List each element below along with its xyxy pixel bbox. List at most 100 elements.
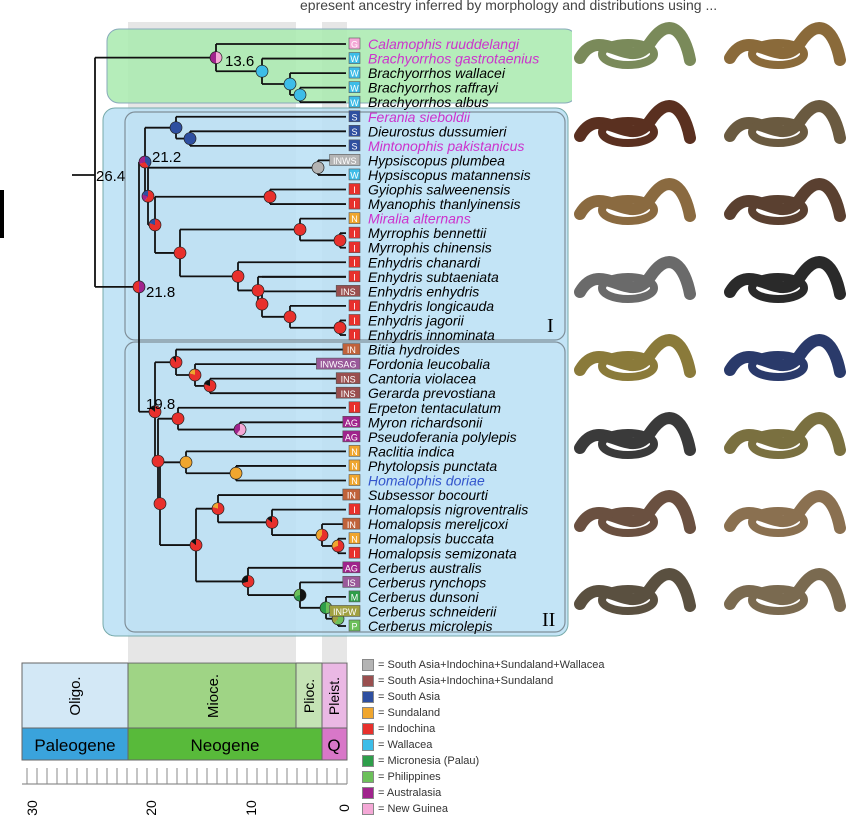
area-code-text: M [351,593,359,603]
legend-label: = Australasia [378,787,441,799]
area-code-text: S [351,141,357,151]
area-code-text: W [350,171,359,181]
area-code-text: P [351,622,357,632]
node-age-21-8: 21.8 [146,284,175,301]
node-pie [294,589,306,601]
legend-label: = Wallacea [378,739,432,751]
node-pie [210,52,222,64]
tick-label-20: 20 [143,800,159,816]
legend-item: = Australasia [362,785,662,801]
node-pie [212,503,224,515]
area-code-text: I [353,549,356,559]
node-pie [152,455,164,467]
node-pie [184,133,196,145]
header-text: epresent ancestry inferred by morphology… [300,0,717,13]
area-code-text: AG [345,563,358,573]
area-code-text: IS [347,578,356,588]
legend-label: = New Guinea [378,803,448,815]
node-pie [170,122,182,134]
area-code-text: I [353,272,356,282]
node-pie [189,369,201,381]
node-pie [230,467,242,479]
area-code-text: IN [347,491,356,501]
epoch-label-miocene: Mioce. [205,674,222,718]
timescale: Oligo. Mioce. Plioc. Pleist. Paleogene N… [22,663,352,816]
epoch-label-pleistocene: Pleist. [326,677,342,715]
tick-label-30: 30 [24,800,40,816]
time-axis-ticks [27,768,347,784]
node-age-19-8: 19.8 [146,396,175,413]
legend-swatch [362,723,374,735]
legend-swatch [362,675,374,687]
area-code-text: I [353,258,356,268]
area-code-text: I [353,229,356,239]
area-code-text: I [353,316,356,326]
legend-label: = South Asia [378,691,440,703]
area-code-text: AG [345,418,358,428]
node-pie [316,529,328,541]
legend-label: = South Asia+Indochina+Sundaland+Wallace… [378,659,605,671]
node-pie [312,162,324,174]
node-pie [142,190,154,202]
node-pie [190,539,202,551]
area-code-text: AG [345,432,358,442]
area-code-text: N [351,447,358,457]
legend-label: = Indochina [378,723,435,735]
node-pie [264,191,276,203]
node-pie [256,65,268,77]
taxon-label: Cerberus microlepis [368,618,492,634]
legend-swatch [362,755,374,767]
period-label-paleogene: Paleogene [34,736,115,755]
node-pie [252,284,264,296]
legend-label: = South Asia+Indochina+Sundaland [378,675,553,687]
area-code-text: I [353,185,356,195]
area-code-text: INPW [333,607,357,617]
node-age-21-2: 21.2 [152,149,181,166]
area-code-text: I [353,403,356,413]
area-code-text: IN [347,345,356,355]
epoch-label-oligocene: Oligo. [67,676,84,715]
node-pie [154,498,166,510]
period-label-q: Q [327,736,340,755]
epoch-label-pliocene: Plioc. [301,679,317,713]
legend-item: = South Asia [362,689,662,705]
area-code-text: S [351,112,357,122]
area-code-text: W [350,83,359,93]
area-code-text: I [353,243,356,253]
legend-item: = Wallacea [362,737,662,753]
area-code-text: I [353,302,356,312]
node-age-26-4: 26.4 [96,168,125,185]
area-code-text: IN [347,520,356,530]
legend-swatch [362,803,374,815]
legend-item: = New Guinea [362,801,662,817]
edge-tab [0,190,4,238]
legend-item: = South Asia+Indochina+Sundaland+Wallace… [362,657,662,673]
tick-label-0: 0 [336,804,352,812]
legend-swatch [362,771,374,783]
area-code-text: INS [341,374,356,384]
area-code-text: W [350,54,359,64]
area-code-text: W [350,98,359,108]
area-code-text: W [350,69,359,79]
legend-item: = Sundaland [362,705,662,721]
area-code-text: N [351,214,358,224]
legend-label: = Micronesia (Palau) [378,755,479,767]
node-pie [133,281,145,293]
node-pie [332,540,344,552]
node-pie [149,219,161,231]
node-pie [294,89,306,101]
node-pie [139,156,151,168]
node-pie [174,247,186,259]
node-pie [170,356,182,368]
node-pie [204,380,216,392]
node-pie [294,224,306,236]
area-code-text: N [351,534,358,544]
area-code-text: G [351,40,358,50]
node-pie [334,322,346,334]
area-code-text: I [353,200,356,210]
legend-label: = Philippines [378,771,441,783]
area-code-text: INS [341,389,356,399]
area-code-text: N [351,476,358,486]
legend-item: = South Asia+Indochina+Sundaland [362,673,662,689]
node-pie [266,516,278,528]
